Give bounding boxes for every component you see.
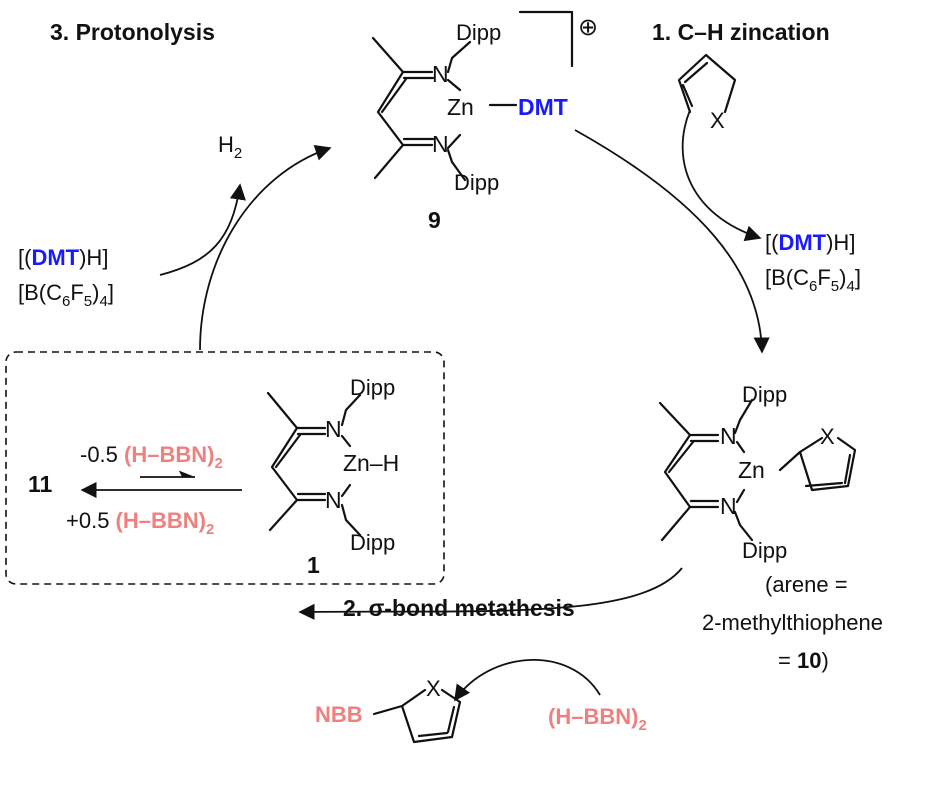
nacnac-backbone-9 xyxy=(371,36,435,180)
cycle-arrow-zincation xyxy=(574,129,770,354)
dipp-top-1: Dipp xyxy=(350,375,395,400)
nacnac-backbone-10 xyxy=(658,401,720,542)
backbone-double-1 xyxy=(274,433,302,469)
arene-ring xyxy=(677,53,737,114)
product-ring xyxy=(372,688,462,744)
compound-9: N N Zn Dipp Dipp DMT 9 ⊕ xyxy=(371,10,598,233)
nbb-label: NBB xyxy=(315,702,363,727)
n-bottom-1: N xyxy=(325,487,342,513)
bonds-1 xyxy=(340,393,362,537)
arrow-reagent-to-product xyxy=(454,659,601,702)
salt-left-cation: [(DMT)H] xyxy=(18,245,108,270)
n-top-1: N xyxy=(325,416,342,442)
bonds-10 xyxy=(733,398,802,542)
n-bottom-9: N xyxy=(432,131,449,157)
step1-title: 1. C–H zincation xyxy=(652,19,830,45)
arrow-arene-to-salt xyxy=(681,109,762,242)
label-11: 11 xyxy=(28,471,53,497)
n-top-10: N xyxy=(720,423,737,449)
compound-10: N N Zn Dipp Dipp X (arene = 2-methylthio… xyxy=(658,382,883,673)
dipp-bottom-10: Dipp xyxy=(742,538,787,563)
n-top-9: N xyxy=(432,61,449,87)
x-10: X xyxy=(820,424,835,449)
step3-title: 3. Protonolysis xyxy=(50,19,215,45)
backbone-double-9 xyxy=(380,77,408,114)
arene-reagent: X xyxy=(677,53,737,133)
step2-title: 2. σ-bond metathesis xyxy=(343,595,575,621)
dmt-ligand-9: DMT xyxy=(518,94,568,120)
arene-x: X xyxy=(710,108,725,133)
plus-reagent: +0.5 (H–BBN)2 xyxy=(66,508,214,538)
hbbn-reagent: (H–BBN)2 xyxy=(548,704,647,734)
product-x: X xyxy=(426,676,441,701)
dipp-bottom-9: Dipp xyxy=(454,170,499,195)
zn-10: Zn xyxy=(738,457,765,483)
arrow-salt-to-h2 xyxy=(159,183,246,276)
borylated-product: NBB X xyxy=(315,676,462,744)
n-bottom-10: N xyxy=(720,493,737,519)
salt-right-cation: [(DMT)H] xyxy=(765,230,855,255)
equilibrium-box xyxy=(5,351,445,585)
nacnac-backbone-1 xyxy=(266,391,327,532)
dipp-top-9: Dipp xyxy=(456,20,501,45)
salt-left: [(DMT)H] [B(C6F5)4] xyxy=(18,245,114,310)
note-line2: 2-methylthiophene xyxy=(702,610,883,635)
salt-left-anion: [B(C6F5)4] xyxy=(18,280,114,310)
h2-product: H2 xyxy=(218,132,242,162)
zn-9: Zn xyxy=(447,94,474,120)
label-1: 1 xyxy=(307,552,320,578)
cycle-arrow-metathesis xyxy=(298,567,683,620)
dipp-top-10: Dipp xyxy=(742,382,787,407)
cation-charge: ⊕ xyxy=(578,14,598,41)
bonds-9 xyxy=(446,40,518,182)
cation-bracket xyxy=(518,10,574,68)
zn-h-1: Zn–H xyxy=(343,450,399,476)
label-9: 9 xyxy=(428,207,441,233)
cycle-arrow-protonolysis xyxy=(199,145,332,351)
backbone-double-10 xyxy=(667,440,695,474)
minus-reagent: -0.5 (H–BBN)2 xyxy=(80,442,223,472)
compound-1: N N Zn–H Dipp Dipp 1 xyxy=(266,375,399,578)
note-line3: = 10) xyxy=(778,648,829,673)
equilibrium: 11 -0.5 (H–BBN)2 +0.5 (H–BBN)2 xyxy=(28,442,242,538)
note-line1: (arene = xyxy=(765,572,848,597)
thienyl-ring-10 xyxy=(798,436,857,492)
salt-right-anion: [B(C6F5)4] xyxy=(765,265,861,295)
dipp-bottom-1: Dipp xyxy=(350,530,395,555)
salt-right: [(DMT)H] [B(C6F5)4] xyxy=(765,230,861,295)
